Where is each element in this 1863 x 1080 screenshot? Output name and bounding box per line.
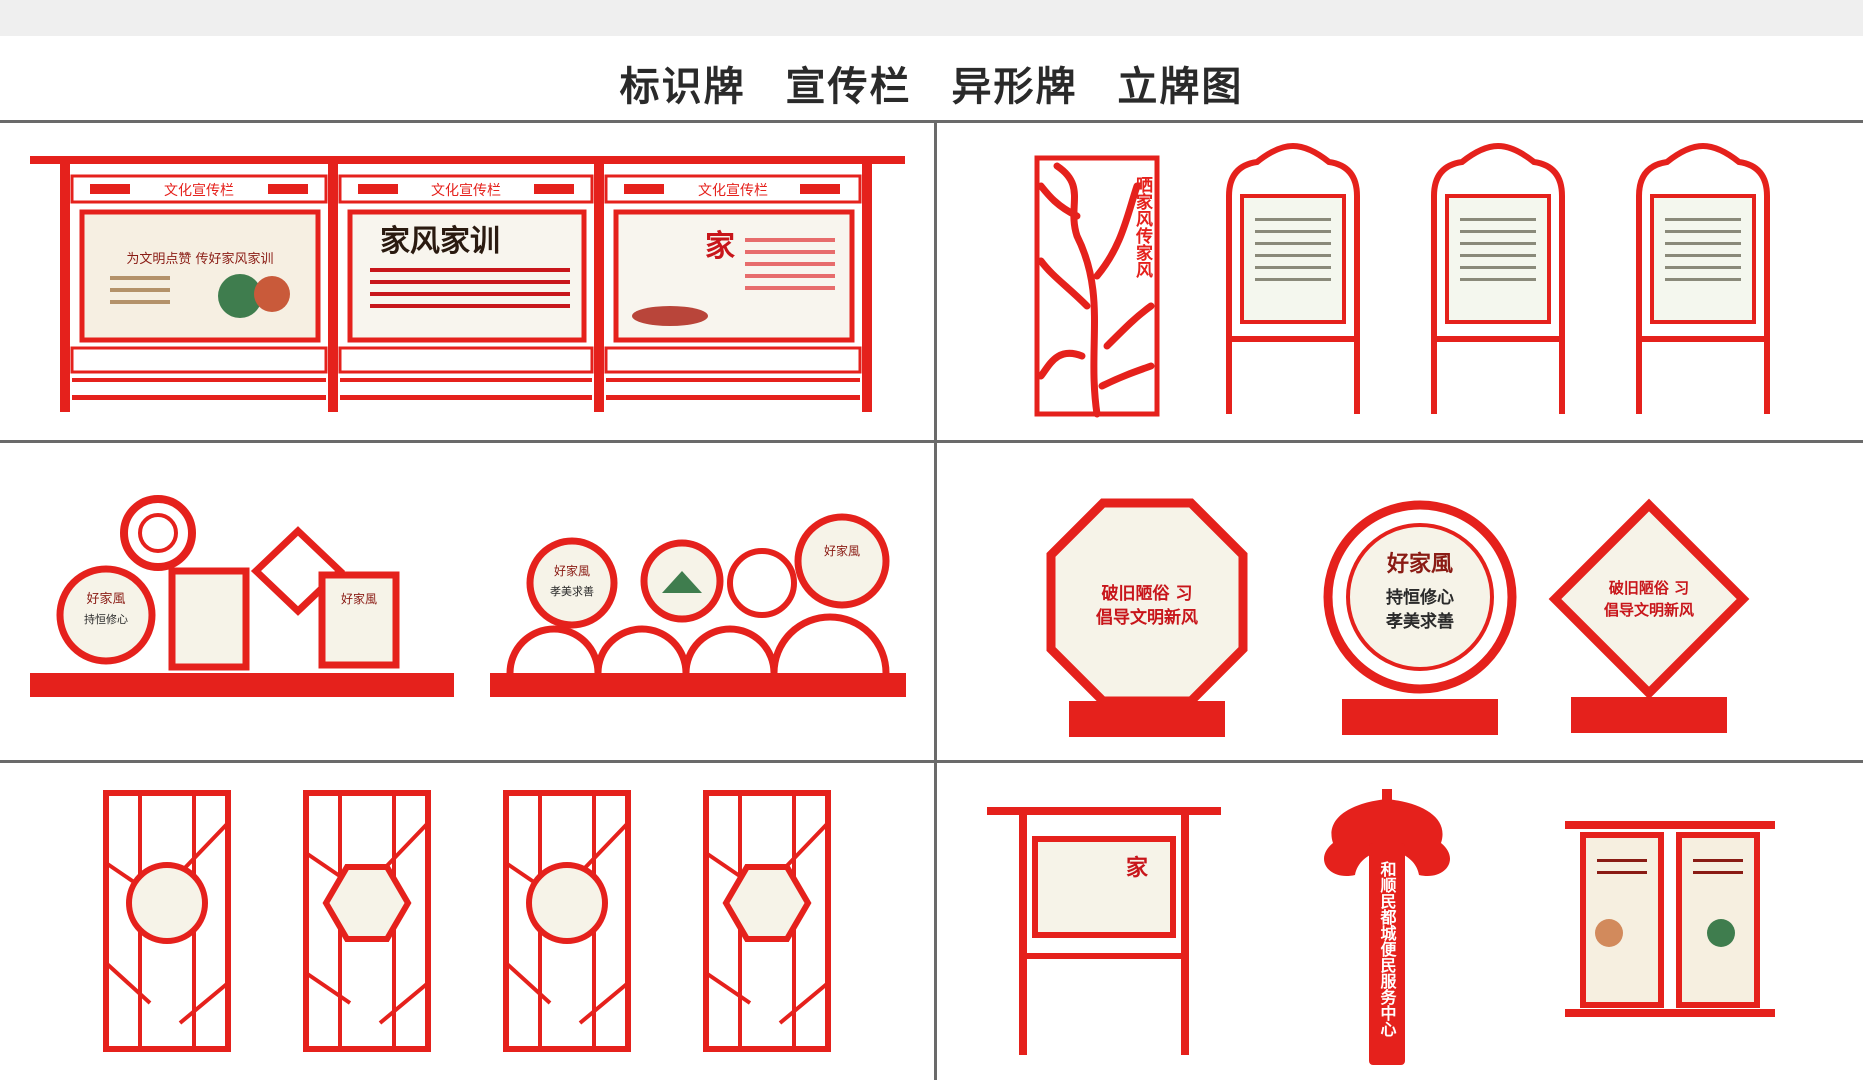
gate-board-home-char: 家 — [1126, 855, 1149, 881]
gate-knot-boards-drawing: 家 和顺民都城便民服务中心 — [987, 789, 1775, 1065]
panel-gate-knot-boards: 家 和顺民都城便民服务中心 — [937, 763, 1863, 1080]
cluster-1-brand: 好家風 — [86, 591, 125, 607]
round-sign-slogan-1: 持恒修心 — [1386, 587, 1454, 608]
gate-board: 家 — [987, 807, 1221, 1055]
arched-signs-drawing: 晒家风传家风 — [1034, 142, 1770, 418]
lattice-screen-3 — [503, 790, 631, 1052]
panel-lattice-screens — [0, 763, 934, 1080]
lattice-screen-2 — [303, 790, 431, 1052]
cluster-4-brand: 好家風 — [824, 543, 860, 558]
round-clusters-drawing: 好家風 持恒修心 好家風 好家風 孝美求善 好家風 — [30, 495, 906, 697]
lattice-screen-4 — [703, 790, 831, 1052]
gallery-header-3: 文化宣传栏 — [698, 183, 768, 199]
round-sign-slogan-2: 孝美求善 — [1386, 611, 1454, 632]
cluster-2-brand: 好家風 — [341, 591, 377, 606]
chinese-knot-pole: 和顺民都城便民服务中心 — [1324, 789, 1450, 1065]
top-strip — [0, 0, 1863, 36]
panel-arched-signs: 晒家风传家风 — [937, 126, 1863, 440]
title-word-signage: 标识牌 — [619, 63, 746, 110]
arched-sign-2 — [1431, 142, 1565, 414]
page-title: 标识牌 宣传栏 异形牌 立牌图 — [0, 52, 1863, 122]
bulletin-gallery-drawing: 文化宣传栏 文化宣传栏 文化宣传栏 为文明点赞 传好家风家训 家风家训 家 — [30, 156, 905, 412]
gallery-slogan: 为文明点赞 传好家风家训 — [126, 251, 273, 267]
cluster-3-brand: 好家風 — [554, 563, 590, 578]
arched-sign-1 — [1226, 142, 1360, 414]
arched-sign-3 — [1636, 142, 1770, 414]
diamond-line-1: 破旧陋俗 习 — [1609, 579, 1689, 597]
octagon-line-1: 破旧陋俗 习 — [1102, 583, 1193, 604]
title-word-shaped-sign: 异形牌 — [951, 63, 1078, 110]
octagon-line-2: 倡导文明新风 — [1095, 607, 1198, 628]
round-sign-brand: 好家風 — [1386, 551, 1453, 577]
cluster-3-slogan: 孝美求善 — [550, 584, 594, 598]
knot-pole-text: 和顺民都城便民服务中心 — [1378, 860, 1398, 1037]
column-divider — [934, 123, 937, 1080]
row-divider-1 — [0, 440, 1863, 443]
diamond-line-2: 倡导文明新风 — [1603, 601, 1694, 619]
panel-bulletin-gallery: 文化宣传栏 文化宣传栏 文化宣传栏 为文明点赞 传好家风家训 家风家训 家 — [0, 126, 934, 440]
lattice-screens-drawing — [103, 790, 831, 1052]
row-divider-2 — [0, 760, 1863, 763]
panel-shaped-standing-signs: 破旧陋俗 习 倡导文明新风 好家風 持恒修心 孝美求善 破旧陋俗 习 倡导文明新… — [937, 443, 1863, 760]
lattice-screen-1 — [103, 790, 231, 1052]
title-word-bulletin: 宣传栏 — [785, 63, 912, 110]
gallery-home-char: 家 — [705, 229, 735, 264]
title-word-standing-sign: 立牌图 — [1117, 63, 1244, 110]
gallery-header-2: 文化宣传栏 — [431, 183, 501, 199]
product-grid: 文化宣传栏 文化宣传栏 文化宣传栏 为文明点赞 传好家风家训 家风家训 家 — [0, 120, 1863, 1080]
tree-slogan: 晒家风传家风 — [1132, 176, 1154, 279]
shaped-standing-signs-drawing: 破旧陋俗 习 倡导文明新风 好家風 持恒修心 孝美求善 破旧陋俗 习 倡导文明新… — [1046, 498, 1750, 737]
gallery-header-1: 文化宣传栏 — [164, 183, 234, 199]
panel-round-clusters: 好家風 持恒修心 好家風 好家風 孝美求善 好家風 — [0, 443, 934, 760]
gallery-family-motto: 家风家训 — [380, 224, 500, 259]
double-hanging-boards — [1565, 821, 1775, 1017]
cluster-1-slogan: 持恒修心 — [84, 612, 128, 626]
